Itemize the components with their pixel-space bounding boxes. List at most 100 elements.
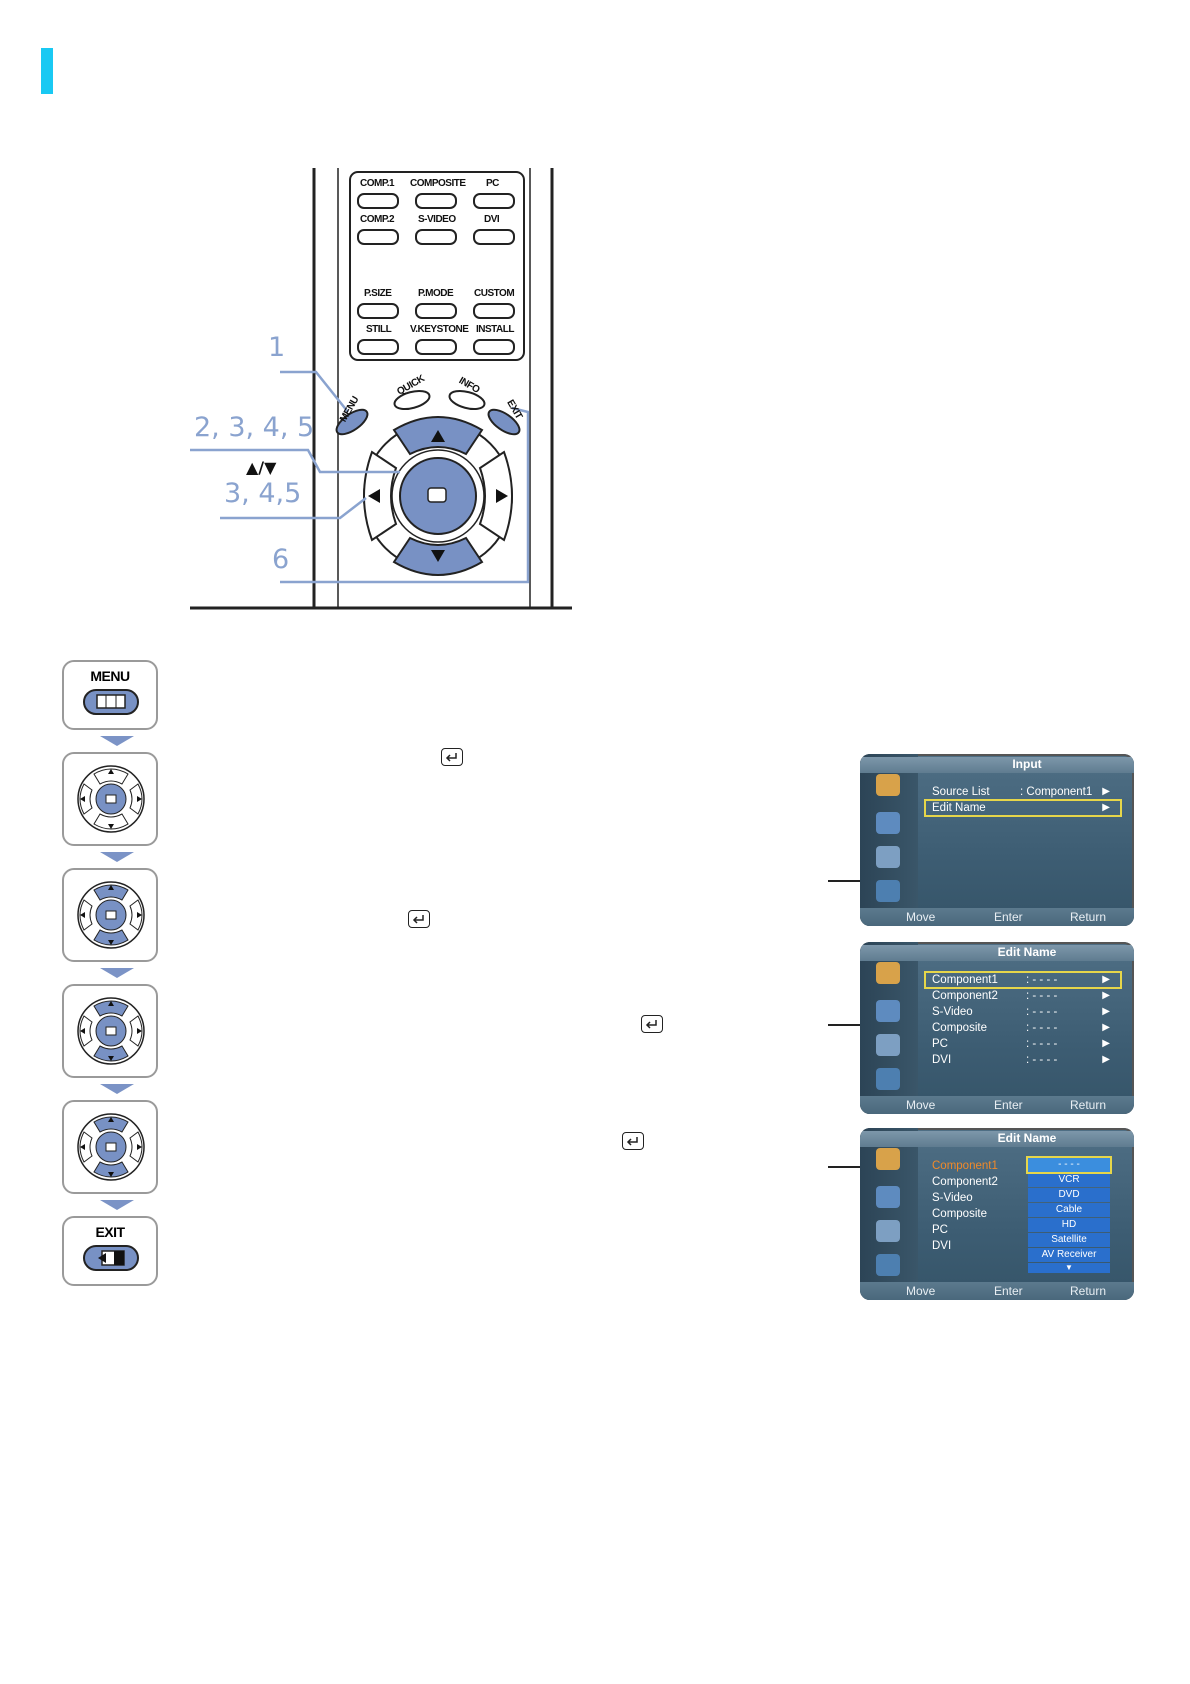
- enter-icon: [441, 748, 463, 766]
- comp1-button[interactable]: COMP.1: [360, 178, 395, 189]
- picture-icon: [876, 1186, 900, 1208]
- osd-selection-highlight: [924, 971, 1122, 989]
- footer-move: Move: [906, 1098, 936, 1112]
- remote-control-illustration: COMP.1 COMPOSITE PC COMP.2 S-VIDEO DVI P…: [190, 168, 572, 612]
- osd-row-value: : - - - -: [1026, 1022, 1058, 1034]
- footer-move: Move: [906, 910, 936, 924]
- osd-row-value: : Component1: [1020, 786, 1093, 798]
- sound-icon: [876, 846, 900, 868]
- callout-up-down: ▲/▼: [246, 458, 277, 477]
- callout-step-1: 1: [268, 332, 286, 363]
- footer-return: Return: [1070, 910, 1107, 924]
- step-updown-enter-button: [62, 868, 158, 962]
- picture-icon: [876, 812, 900, 834]
- step-arrow: [100, 1200, 134, 1210]
- step-menu-button: MENU: [62, 660, 158, 730]
- sound-icon: [876, 1220, 900, 1242]
- osd-footer: Move Enter Return: [860, 908, 1134, 926]
- osd-edit-name-dropdown: Edit Name Component1 Component2 S-Video …: [860, 1128, 1134, 1300]
- setup-icon: [876, 1068, 900, 1090]
- osd-row-label[interactable]: Composite: [932, 1208, 987, 1220]
- step-arrow: [100, 1084, 134, 1094]
- osd-selection-highlight: [924, 799, 1122, 817]
- step-updown-enter-button: [62, 1100, 158, 1194]
- picture-icon: [876, 1000, 900, 1022]
- step-arrow: [100, 852, 134, 862]
- step-menu-label: MENU: [90, 668, 130, 684]
- input-icon: [876, 962, 900, 984]
- pointer-line: [828, 1024, 862, 1026]
- step-updown-enter-button: [62, 984, 158, 1078]
- step-arrow: [100, 736, 134, 746]
- name-option[interactable]: DVD: [1028, 1188, 1110, 1202]
- comp2-button[interactable]: COMP.2: [360, 214, 395, 225]
- osd-row-label[interactable]: DVI: [932, 1240, 952, 1252]
- osd-footer: Move Enter Return: [860, 1282, 1134, 1300]
- custom-button[interactable]: CUSTOM: [474, 288, 515, 299]
- osd-row-label[interactable]: S-Video: [932, 1192, 973, 1204]
- footer-enter: Enter: [994, 1098, 1023, 1112]
- osd-row-value: : - - - -: [1026, 974, 1058, 986]
- osd-title: Input: [860, 757, 1134, 773]
- osd-title: Edit Name: [860, 1131, 1134, 1147]
- osd-row-label[interactable]: Edit Name: [932, 802, 986, 814]
- osd-row-label[interactable]: DVI: [932, 1054, 952, 1066]
- enter-icon: [622, 1132, 644, 1150]
- footer-return: Return: [1070, 1098, 1107, 1112]
- step-arrow: [100, 968, 134, 978]
- osd-row-value: : - - - -: [1026, 1054, 1058, 1066]
- osd-row-label[interactable]: Component2: [932, 1176, 998, 1188]
- pc-button[interactable]: PC: [486, 178, 499, 189]
- dvi-button[interactable]: DVI: [484, 214, 500, 225]
- step-enter-button: [62, 752, 158, 846]
- osd-row-label[interactable]: Composite: [932, 1022, 987, 1034]
- name-option[interactable]: HD: [1028, 1218, 1110, 1232]
- step-exit-label: EXIT: [95, 1224, 125, 1240]
- callout-step-3-5: 3, 4,5: [224, 478, 302, 509]
- name-option[interactable]: AV Receiver: [1028, 1248, 1110, 1262]
- still-button[interactable]: STILL: [366, 324, 392, 335]
- section-accent-bar: [41, 48, 53, 94]
- input-icon: [876, 1148, 900, 1170]
- osd-selection-highlight: [1026, 1156, 1112, 1174]
- osd-row-value: : - - - -: [1026, 990, 1058, 1002]
- callout-step-2-5: 2, 3, 4, 5: [194, 412, 315, 443]
- composite-button[interactable]: COMPOSITE: [410, 178, 466, 189]
- scroll-down-icon[interactable]: ▼: [1028, 1263, 1110, 1273]
- pointer-line: [828, 880, 862, 882]
- name-options-list: - - - - VCR DVD Cable HD Satellite AV Re…: [1028, 1158, 1110, 1274]
- osd-row-label[interactable]: S-Video: [932, 1006, 973, 1018]
- enter-icon: [408, 910, 430, 928]
- osd-footer: Move Enter Return: [860, 1096, 1134, 1114]
- osd-row-arrow: ▶: [1102, 974, 1110, 985]
- osd-row-label[interactable]: Source List: [932, 786, 990, 798]
- v-keystone-button[interactable]: V.KEYSTONE: [410, 324, 469, 335]
- name-option[interactable]: VCR: [1028, 1173, 1110, 1187]
- osd-row-label[interactable]: PC: [932, 1038, 948, 1050]
- sound-icon: [876, 1034, 900, 1056]
- osd-row-arrow: ▶: [1102, 1038, 1110, 1049]
- p-size-button[interactable]: P.SIZE: [364, 288, 392, 299]
- osd-sidebar: [860, 1128, 918, 1300]
- osd-row-label-selected[interactable]: Component1: [932, 1160, 998, 1172]
- osd-row-arrow: ▶: [1102, 786, 1110, 797]
- name-option[interactable]: Satellite: [1028, 1233, 1110, 1247]
- s-video-button[interactable]: S-VIDEO: [418, 214, 456, 225]
- osd-row-arrow: ▶: [1102, 1006, 1110, 1017]
- install-button[interactable]: INSTALL: [476, 324, 514, 335]
- osd-row-label[interactable]: Component1: [932, 974, 998, 986]
- osd-input-menu: Input Source List : Component1 ▶ Edit Na…: [860, 754, 1134, 926]
- osd-row-label[interactable]: Component2: [932, 990, 998, 1002]
- enter-icon: [641, 1015, 663, 1033]
- footer-return: Return: [1070, 1284, 1107, 1298]
- p-mode-button[interactable]: P.MODE: [418, 288, 454, 299]
- osd-row-label[interactable]: PC: [932, 1224, 948, 1236]
- name-option[interactable]: Cable: [1028, 1203, 1110, 1217]
- name-option[interactable]: - - - -: [1028, 1158, 1110, 1172]
- footer-move: Move: [906, 1284, 936, 1298]
- footer-enter: Enter: [994, 1284, 1023, 1298]
- callout-step-6: 6: [272, 544, 290, 575]
- osd-title: Edit Name: [860, 945, 1134, 961]
- setup-icon: [876, 880, 900, 902]
- osd-row-value: : - - - -: [1026, 1006, 1058, 1018]
